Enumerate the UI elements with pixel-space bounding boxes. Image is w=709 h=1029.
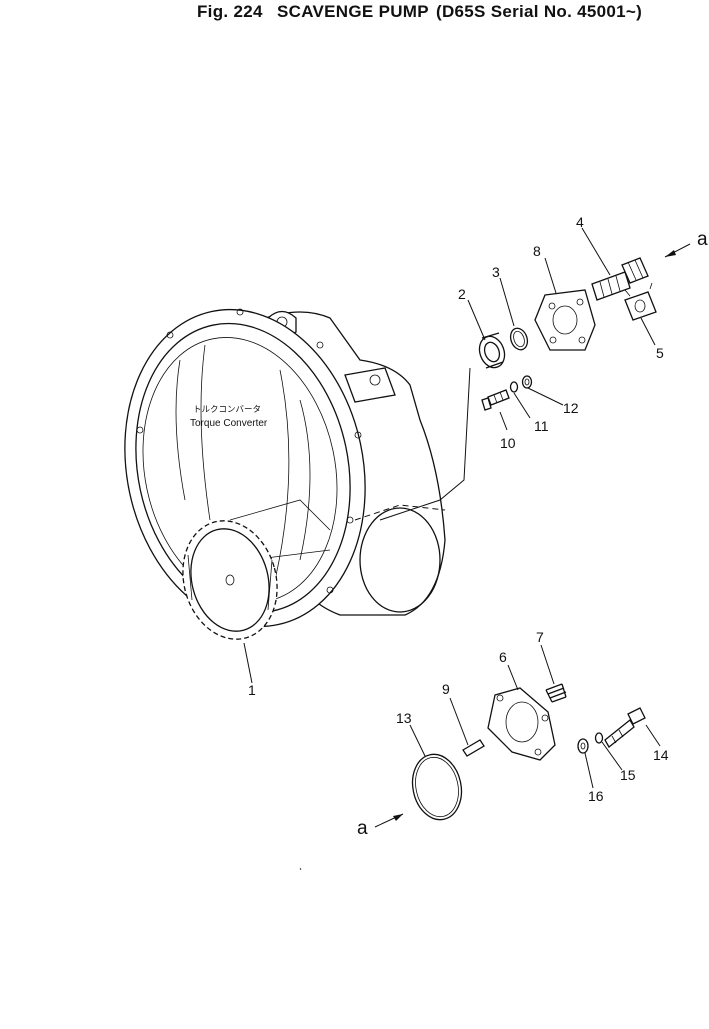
view-arrow-top: a [664, 229, 708, 258]
callout-6: 6 [499, 649, 507, 665]
callout-5: 5 [656, 345, 664, 361]
part-14-bolt [604, 707, 646, 748]
part-2-bearing [478, 332, 506, 369]
callout-labels: 1 2 3 4 5 6 7 8 9 10 11 12 13 14 15 16 [248, 214, 669, 804]
part-6-pump-cover [487, 687, 556, 761]
part-16-washer [577, 738, 589, 754]
view-marker-bottom: a [357, 818, 368, 839]
callout-1: 1 [248, 682, 256, 698]
part-7-spring [545, 683, 567, 703]
part-8-pump-body [534, 289, 596, 351]
part-15-washer [594, 732, 604, 744]
callout-14: 14 [653, 747, 669, 763]
part-5-driven-gear [624, 282, 657, 321]
callout-3: 3 [492, 264, 500, 280]
callout-12: 12 [563, 400, 579, 416]
part-10-bolt [481, 389, 510, 411]
part-1-sprocket [182, 520, 278, 640]
callout-15: 15 [620, 767, 636, 783]
view-arrow-bottom: a [357, 813, 404, 839]
fig-title-text: SCAVENGE PUMP [277, 2, 429, 21]
part-4-drive-gear-shaft [591, 257, 649, 301]
fig-label: Fig. 224 [197, 2, 263, 21]
callout-2: 2 [458, 286, 466, 302]
figure-title: Fig. 224 SCAVENGE PUMP (D65S Serial No. … [0, 0, 709, 30]
callout-8: 8 [533, 243, 541, 259]
callout-9: 9 [442, 681, 450, 697]
part-13-o-ring [411, 753, 463, 821]
callout-4: 4 [576, 214, 584, 230]
part-12-washer [521, 375, 533, 389]
view-marker-top: a [697, 229, 708, 250]
housing-label-en: Torque Converter [190, 418, 268, 429]
torque-converter-housing: トルクコンバータ Torque Converter [124, 308, 446, 628]
part-9-pin [462, 739, 485, 757]
housing-label-jp: トルクコンバータ [193, 404, 261, 414]
callout-10: 10 [500, 435, 516, 451]
callout-13: 13 [396, 710, 412, 726]
callout-11: 11 [534, 418, 549, 434]
leader-lines [243, 227, 661, 789]
serial-note: (D65S Serial No. 45001~) [436, 2, 643, 21]
part-3-snap-ring [509, 327, 529, 351]
callout-7: 7 [536, 629, 544, 645]
part-11-washer [509, 381, 519, 393]
callout-16: 16 [588, 788, 604, 804]
